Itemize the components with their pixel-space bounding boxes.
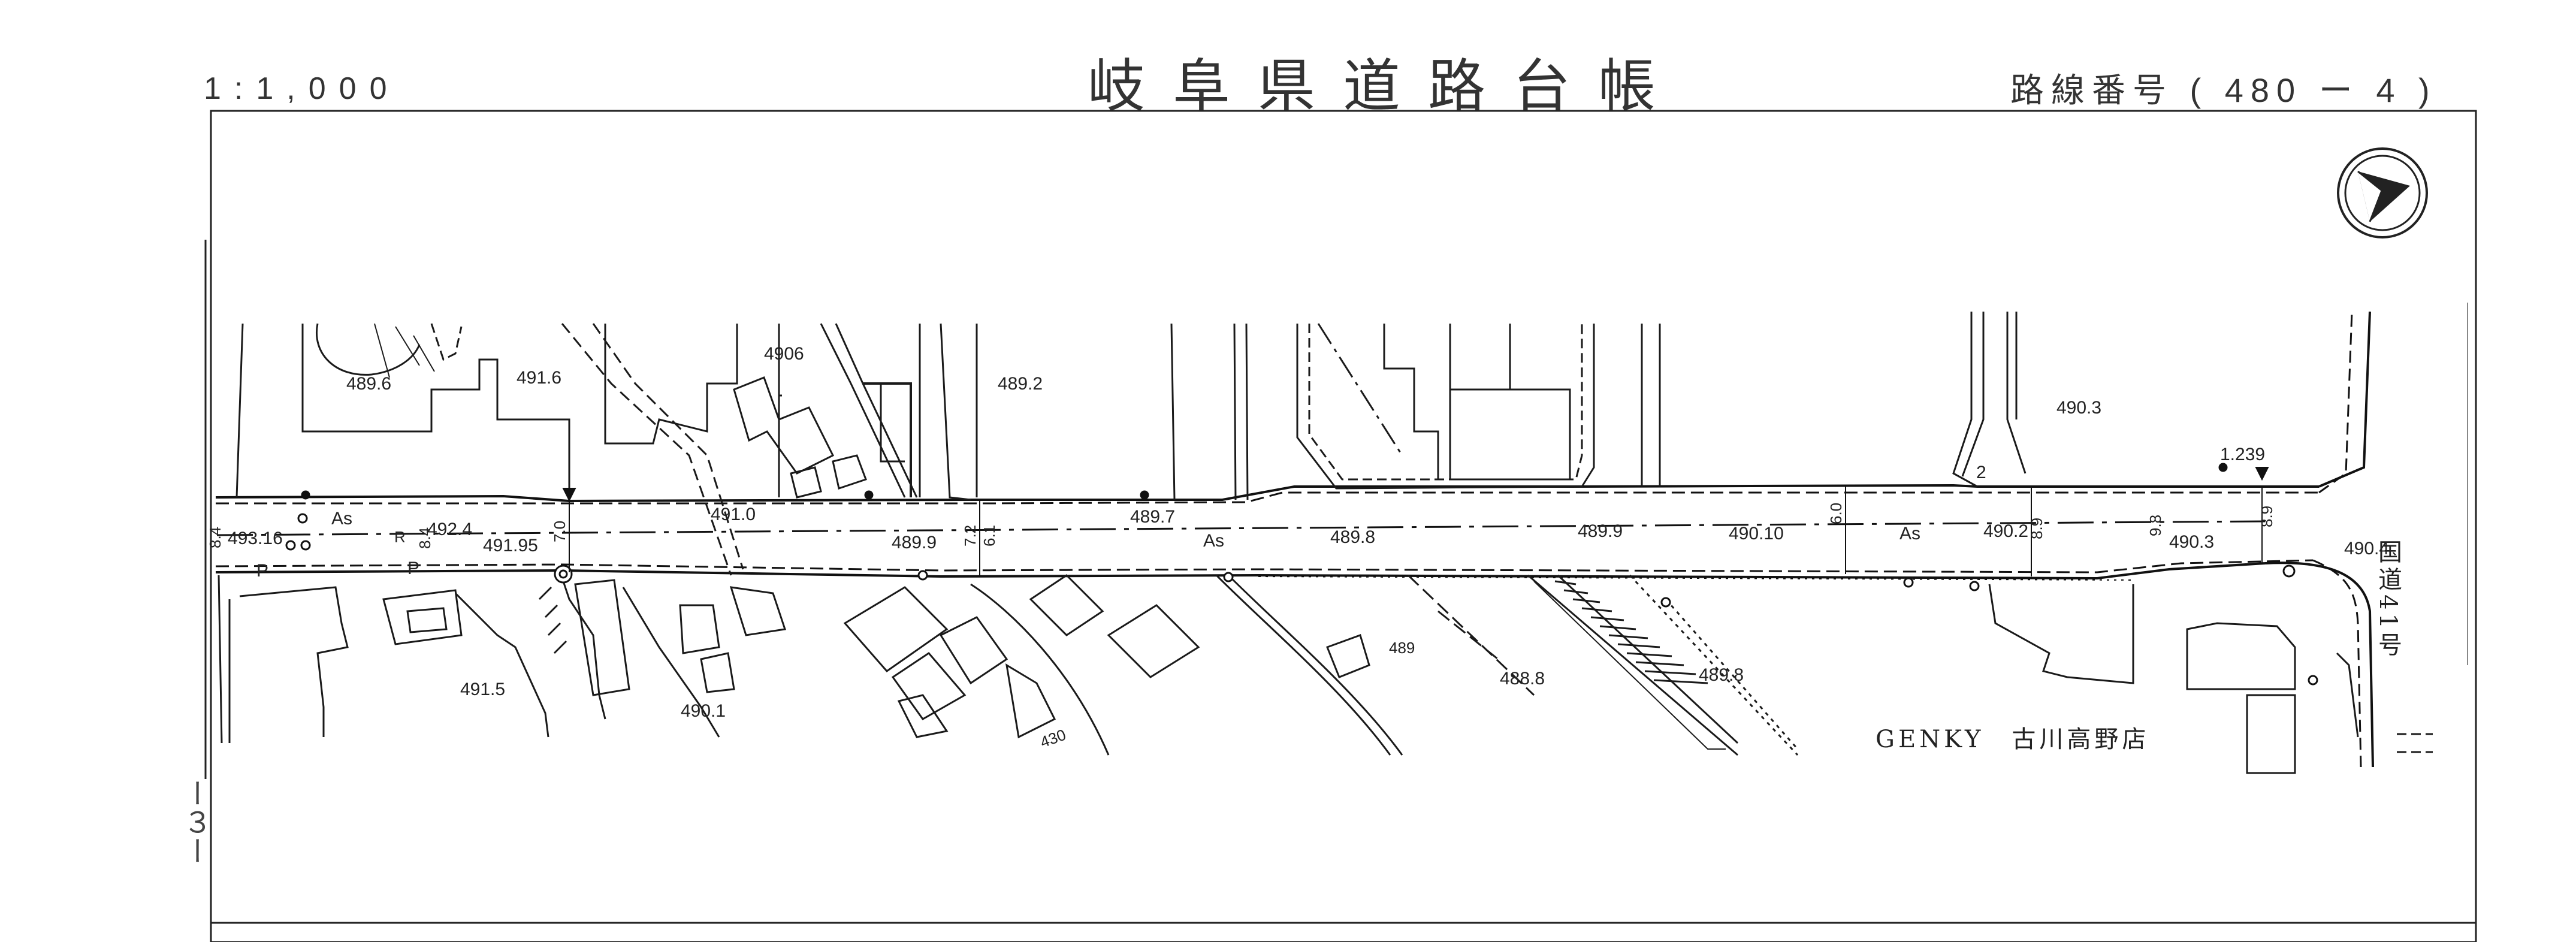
- elev-label: 488.8: [1500, 669, 1545, 689]
- width-label: 8.9: [2028, 518, 2046, 539]
- width-label: 6.1: [980, 525, 998, 547]
- map-labels: 489.6 491.6 4906 489.2 490.3 1.239 493.1…: [206, 344, 2402, 753]
- south-parcels: [218, 574, 2433, 774]
- left-margin-mark: ー３ー: [178, 779, 212, 865]
- road-main: [215, 311, 2374, 768]
- width-label: 8.4: [416, 527, 434, 549]
- elev-label: 1.239: [2220, 445, 2265, 464]
- elev-label: 489.2: [998, 374, 1043, 394]
- elev-label: 493.16: [228, 529, 283, 548]
- misc-label: R: [394, 528, 406, 546]
- road-surface-label: As: [1899, 524, 1920, 544]
- elev-label: 490.3: [2169, 532, 2214, 552]
- store-label: GENKY 古川高野店: [1876, 726, 2149, 753]
- elev-label: 489.6: [346, 374, 391, 394]
- elev-label: 4906: [764, 344, 804, 364]
- road-surface-label: As: [331, 509, 352, 529]
- elev-label: 489.7: [1130, 507, 1175, 527]
- width-label: 8.9: [2258, 506, 2276, 527]
- elev-label: 490.10: [1729, 524, 1784, 544]
- elev-label: 491.95: [483, 536, 538, 555]
- elev-label: 491.0: [711, 505, 756, 524]
- point-markers: [285, 463, 2318, 686]
- width-label: 7.0: [551, 521, 569, 542]
- elev-label: 490.3: [2056, 398, 2101, 418]
- elev-label: 492.4: [427, 520, 472, 539]
- width-label: 6.0: [1827, 503, 1845, 524]
- elev-label: 489.9: [1578, 521, 1623, 541]
- page-title: 岐阜県道路台帳: [1088, 55, 1683, 119]
- elev-label: 491.6: [517, 368, 561, 388]
- elev-label: 489.8: [1330, 527, 1375, 547]
- width-label: 7.2: [961, 525, 979, 547]
- north-arrow-icon: [2337, 147, 2428, 238]
- map-frame: [210, 110, 2477, 942]
- elev-label: 490.4: [2344, 539, 2389, 558]
- elev-label: 489.9: [892, 533, 937, 552]
- elev-label: 489: [1389, 639, 1415, 657]
- width-label: 8.4: [206, 527, 224, 548]
- elev-label: 490.1: [681, 701, 726, 721]
- route-number: 路線番号 ( 480 ー 4 ): [2010, 71, 2437, 109]
- elev-label: 490.2: [1983, 521, 2028, 541]
- width-dimensions: [562, 467, 2269, 576]
- width-label: 9.8: [2146, 515, 2164, 536]
- road-surface-label: As: [1203, 531, 1224, 551]
- north-parcels: [235, 312, 2027, 576]
- misc-label: 430: [1038, 726, 1068, 751]
- hatched-slope: [538, 580, 1708, 684]
- sidewalk-label: P: [256, 561, 268, 581]
- national-road-label: 国道41号: [2374, 539, 2402, 660]
- sidewalk-label: P: [407, 558, 419, 578]
- misc-label: 2: [1976, 463, 1986, 482]
- map-scale: 1:1,000: [204, 71, 400, 106]
- elev-label: 489.8: [1699, 665, 1744, 685]
- elev-label: 491.5: [460, 680, 505, 699]
